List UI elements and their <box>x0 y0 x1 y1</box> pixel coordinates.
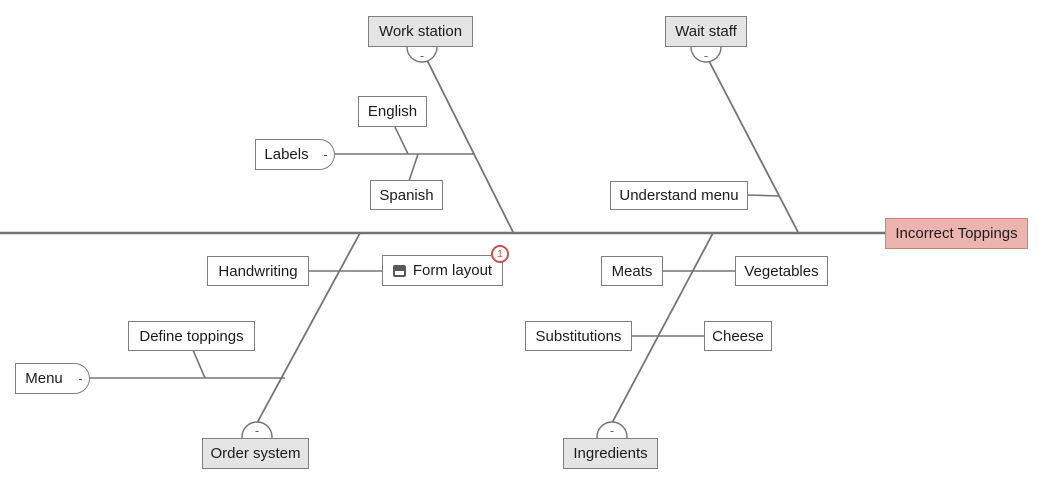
comment-count-badge[interactable]: 1 <box>491 245 509 263</box>
cause-label: Cheese <box>712 327 764 345</box>
cause-label: Form layout <box>412 262 493 279</box>
cause-label: English <box>367 103 418 120</box>
cause-label: Substitutions <box>535 327 622 345</box>
category-label: Order system <box>210 445 301 462</box>
bone-order-system[interactable] <box>256 232 361 424</box>
connector-define-toppings[interactable] <box>192 349 206 379</box>
cause-label: Handwriting <box>218 262 298 280</box>
category-label: Wait staff <box>675 23 737 40</box>
effect-label: Incorrect Toppings <box>895 225 1018 242</box>
connector-understand-menu[interactable] <box>747 194 780 197</box>
collapse-glyph: - <box>420 48 424 63</box>
comment-count: 1 <box>497 248 503 260</box>
cause-vegetables[interactable]: Vegetables <box>735 256 828 286</box>
category-label: Work station <box>378 23 463 40</box>
collapse-glyph: - <box>78 371 83 386</box>
cause-understand-menu[interactable]: Understand menu <box>610 181 748 210</box>
cause-define-toppings[interactable]: Define toppings <box>128 321 255 351</box>
category-order-system[interactable]: Order system <box>202 438 309 469</box>
effect-incorrect-toppings[interactable]: Incorrect Toppings <box>885 218 1028 249</box>
bone-ingredients[interactable] <box>611 232 714 424</box>
cause-label: Spanish <box>379 186 434 204</box>
cause-label: Understand menu <box>619 187 739 204</box>
collapse-glyph: - <box>704 48 708 63</box>
cause-label: Menu <box>25 370 63 387</box>
connector-spanish[interactable] <box>408 153 419 182</box>
cause-cheese[interactable]: Cheese <box>704 321 772 351</box>
bone-work-station[interactable] <box>426 59 515 235</box>
category-work-station[interactable]: Work station <box>368 16 473 47</box>
cause-handwriting[interactable]: Handwriting <box>207 256 309 286</box>
cause-label: Labels <box>264 146 309 163</box>
category-label: Ingredients <box>573 445 648 462</box>
cause-labels[interactable]: Labels - <box>255 139 335 170</box>
cause-label: Define toppings <box>139 327 244 345</box>
cause-english[interactable]: English <box>358 96 427 127</box>
cause-substitutions[interactable]: Substitutions <box>525 321 632 351</box>
category-wait-staff[interactable]: Wait staff <box>665 16 747 47</box>
collapse-glyph: - <box>323 147 328 162</box>
cause-label: Meats <box>611 262 653 280</box>
connector-english[interactable] <box>394 126 409 155</box>
cause-meats[interactable]: Meats <box>601 256 663 286</box>
cause-label: Vegetables <box>744 262 819 280</box>
cause-menu[interactable]: Menu - <box>15 363 90 394</box>
cause-form-layout[interactable]: Form layout <box>382 255 503 286</box>
bone-wait-staff[interactable] <box>708 60 800 235</box>
category-ingredients[interactable]: Ingredients <box>563 438 658 469</box>
comment-icon <box>392 264 406 277</box>
collapse-glyph: - <box>610 423 614 438</box>
cause-spanish[interactable]: Spanish <box>370 180 443 210</box>
collapse-glyph: - <box>255 423 259 438</box>
